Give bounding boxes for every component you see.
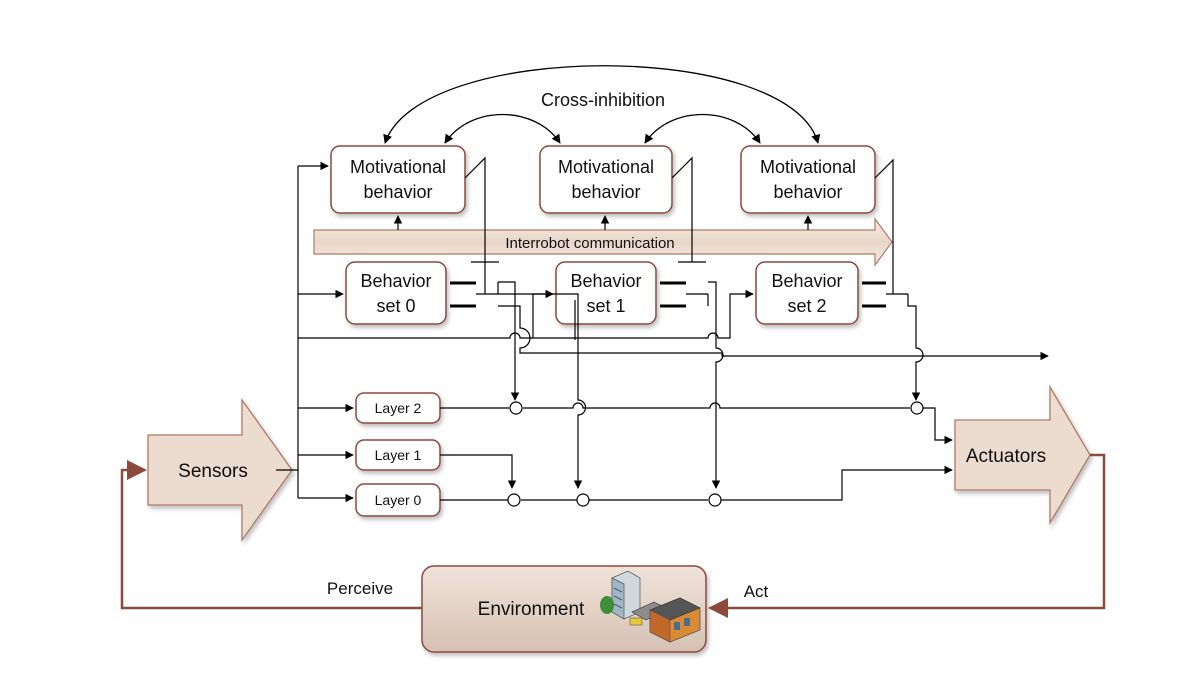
sensors-label: Sensors <box>178 461 248 482</box>
layer-output-lines <box>440 402 953 501</box>
motivational-box-2-line1: Motivational <box>760 157 856 177</box>
environment-label: Environment <box>478 599 585 620</box>
switch-contacts <box>450 262 908 308</box>
motivational-box-0-line2: behavior <box>363 182 432 202</box>
behavior-set-0-line1: Behavior <box>360 271 431 291</box>
behavior-set-1-line2: set 1 <box>586 296 625 316</box>
motivational-box-1-line2: behavior <box>571 182 640 202</box>
motivational-box-2: Motivational behavior <box>740 145 876 214</box>
layer-2-label: Layer 2 <box>375 400 422 416</box>
behavior-set-box-1: Behavior set 1 <box>555 261 657 325</box>
behavior-output-lines <box>497 278 1049 489</box>
interrobot-communication-band: Interrobot communication <box>313 217 893 267</box>
behavior-set-2-line2: set 2 <box>787 296 826 316</box>
sensors-arrow: Sensors <box>147 397 293 543</box>
suppression-nodes <box>507 401 924 507</box>
arc-left <box>444 114 561 144</box>
behavior-set-0-line2: set 0 <box>376 296 415 316</box>
layer-box-0: Layer 0 <box>355 483 441 517</box>
arc-right <box>644 114 761 144</box>
behavior-set-box-0: Behavior set 0 <box>345 261 447 325</box>
band-to-motivational-arrows <box>393 215 813 230</box>
suppression-node <box>910 401 924 415</box>
environment-box: Environment <box>421 565 707 653</box>
motivational-box-1-line1: Motivational <box>558 157 654 177</box>
suppression-node <box>507 493 521 507</box>
perceive-act-loop <box>120 453 1106 618</box>
layer-0-label: Layer 0 <box>375 492 422 508</box>
sensor-bus <box>276 161 754 503</box>
suppression-node <box>509 401 523 415</box>
perceive-label: Perceive <box>327 579 393 598</box>
motivational-box-0: Motivational behavior <box>330 145 466 214</box>
arc-outer <box>383 65 821 144</box>
suppression-node <box>576 493 590 507</box>
motivational-box-2-line2: behavior <box>773 182 842 202</box>
layer-box-1: Layer 1 <box>355 439 441 471</box>
behavior-set-1-line1: Behavior <box>570 271 641 291</box>
act-label: Act <box>744 582 769 601</box>
suppression-node <box>708 493 722 507</box>
motivational-box-0-line1: Motivational <box>350 157 446 177</box>
cross-inhibition-arcs <box>383 65 821 144</box>
behavior-set-box-2: Behavior set 2 <box>755 261 859 325</box>
actuators-arrow: Actuators <box>954 384 1091 526</box>
layer-1-label: Layer 1 <box>375 447 422 463</box>
behavior-set-2-line1: Behavior <box>771 271 842 291</box>
motivational-box-1: Motivational behavior <box>539 145 673 214</box>
buildings-icon <box>600 570 701 643</box>
actuators-label: Actuators <box>966 446 1046 467</box>
cross-inhibition-label: Cross-inhibition <box>541 90 665 110</box>
interrobot-label: Interrobot communication <box>505 235 674 252</box>
layer-box-2: Layer 2 <box>355 392 441 424</box>
